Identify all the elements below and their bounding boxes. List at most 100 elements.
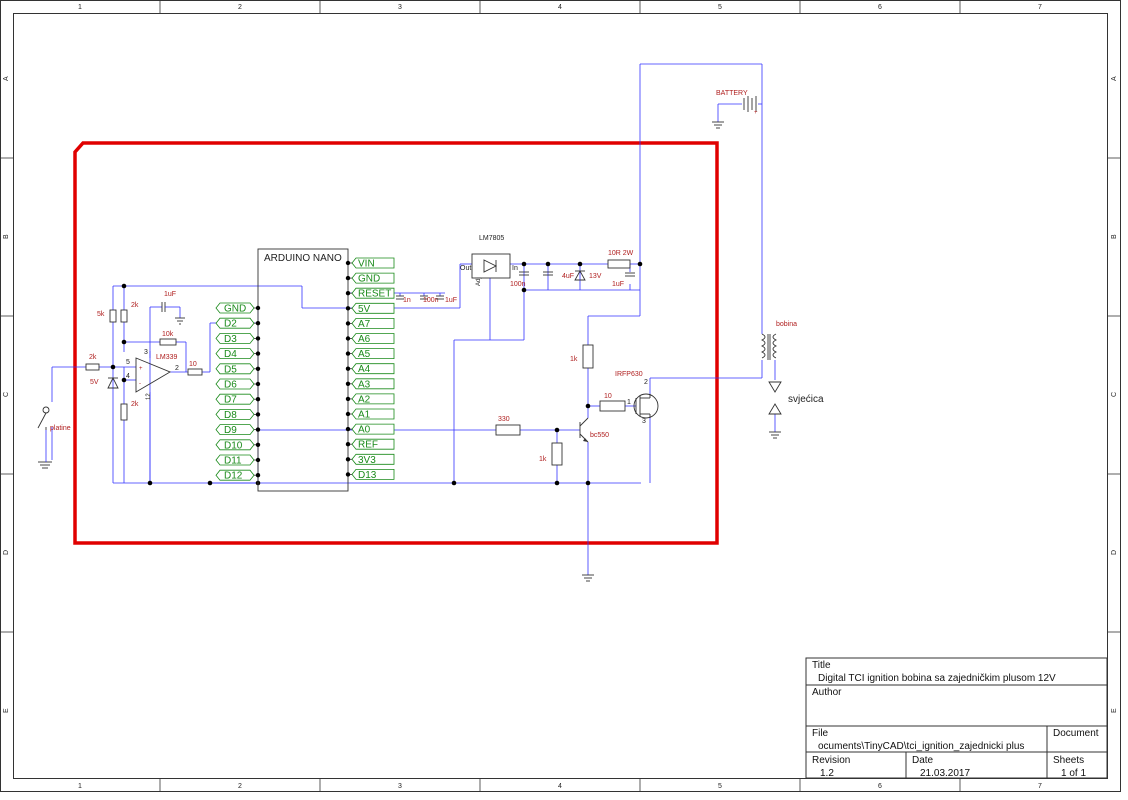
pin-label: D12 xyxy=(224,471,243,482)
svg-text:bc550: bc550 xyxy=(590,432,609,439)
col-label: 1 xyxy=(78,4,82,11)
pin-label: REF xyxy=(358,440,378,451)
pin-label: RESET xyxy=(358,289,391,300)
pin-a1: A1 xyxy=(345,408,395,421)
resistor-2k-top: 2k xyxy=(120,302,139,323)
sheets-value: 1 of 1 xyxy=(1061,768,1086,779)
col-label: 3 xyxy=(398,783,402,790)
pin-vin: VIN xyxy=(345,257,395,270)
svg-text:1uF: 1uF xyxy=(612,281,624,288)
cap-100n: 100n xyxy=(420,293,439,304)
pin-label: D2 xyxy=(224,319,237,330)
pin-ref: REF xyxy=(345,438,395,451)
wires xyxy=(51,63,776,575)
lm7805-regulator: LM7805 Out In Adj xyxy=(460,235,518,286)
pin-d13: D13 xyxy=(345,469,395,481)
pin-label: GND xyxy=(358,274,380,285)
column-labels-bottom: 1 2 3 4 5 6 7 xyxy=(78,783,1042,790)
pin-label: A4 xyxy=(358,364,371,375)
pin-label: A5 xyxy=(358,349,371,360)
row-label: D xyxy=(3,550,10,555)
row-label: B xyxy=(3,234,10,239)
pin-d11: D11 xyxy=(215,454,261,467)
col-label: 6 xyxy=(878,4,882,11)
svg-text:1k: 1k xyxy=(539,456,547,463)
col-label: 6 xyxy=(878,783,882,790)
svg-text:12: 12 xyxy=(146,393,152,400)
resistor-330: 330 xyxy=(495,416,521,436)
junctions xyxy=(110,261,643,486)
pin-a3: A3 xyxy=(345,378,395,390)
svg-text:13V: 13V xyxy=(589,273,602,280)
arduino-title: ARDUINO NANO xyxy=(264,253,342,264)
revision-value: 1.2 xyxy=(820,768,834,779)
pin-label: A1 xyxy=(358,410,371,421)
pin-3v3: 3V3 xyxy=(345,453,395,466)
pin-a7: A7 xyxy=(345,318,395,330)
pin-d12: D12 xyxy=(215,469,261,482)
svg-text:+: + xyxy=(139,366,143,372)
svg-text:1k: 1k xyxy=(570,356,578,363)
spark-plug: svjećica xyxy=(768,381,824,439)
pin-label: D4 xyxy=(224,349,237,360)
battery-label: BATTERY xyxy=(716,90,748,97)
row-labels-right: A B C D E xyxy=(1111,76,1118,713)
col-label: 5 xyxy=(718,783,722,790)
resistor-10-out: 10 xyxy=(187,361,203,376)
svg-text:3: 3 xyxy=(642,418,646,425)
col-label: 5 xyxy=(718,4,722,11)
pin-label: A2 xyxy=(358,394,371,405)
arduino-nano: ARDUINO NANO GNDD2D3D4D5D6D7D8D9D10D11D1… xyxy=(215,248,395,492)
svg-text:bobina: bobina xyxy=(776,321,797,328)
col-label: 2 xyxy=(238,4,242,11)
pin-label: D13 xyxy=(358,470,377,481)
pin-label: A6 xyxy=(358,334,371,345)
resistor-10k: 10k xyxy=(159,331,177,346)
col-label: 1 xyxy=(78,783,82,790)
row-label: E xyxy=(1111,708,1118,713)
title-block: Title Digital TCI ignition bobina sa zaj… xyxy=(805,657,1108,779)
svg-text:10k: 10k xyxy=(162,331,174,338)
date-value: 21.03.2017 xyxy=(920,768,970,779)
cap-1uf-right: 1uF xyxy=(612,272,635,288)
cap-1uf-mid: 1uF xyxy=(436,293,457,304)
svg-text:100n: 100n xyxy=(510,281,526,288)
resistor-1k-top: 1k xyxy=(570,344,594,369)
svg-text:10R 2W: 10R 2W xyxy=(608,250,634,257)
col-label: 2 xyxy=(238,783,242,790)
svg-text:3: 3 xyxy=(144,349,148,356)
switch-platine: platine xyxy=(37,406,71,469)
inner-border xyxy=(13,13,1108,779)
col-label: 7 xyxy=(1038,783,1042,790)
pin-d8: D8 xyxy=(215,409,261,421)
pin-label: GND xyxy=(224,304,246,315)
pin-label: 5V xyxy=(358,304,371,315)
highlight-box xyxy=(73,141,719,545)
svg-text:2k: 2k xyxy=(131,302,139,309)
pin-label: 3V3 xyxy=(358,455,376,466)
svg-text:LM339: LM339 xyxy=(156,354,178,361)
row-label: C xyxy=(1111,392,1118,397)
ground-symbol-bottom xyxy=(582,574,594,582)
pin-a0: A0 xyxy=(345,423,395,436)
pin-label: VIN xyxy=(358,259,375,270)
svg-text:1: 1 xyxy=(627,399,631,406)
col-label: 7 xyxy=(1038,4,1042,11)
pin-label: D7 xyxy=(224,395,237,406)
zener-13v: 13V xyxy=(574,270,602,281)
svg-text:2: 2 xyxy=(644,379,648,386)
svg-text:platine: platine xyxy=(50,425,71,432)
author-label: Author xyxy=(812,687,842,698)
sheets-label: Sheets xyxy=(1053,755,1084,766)
title-label: Title xyxy=(812,660,831,671)
pin-label: D10 xyxy=(224,440,243,451)
resistor-1k-bot: 1k xyxy=(539,442,563,466)
pin-label: D9 xyxy=(224,425,237,436)
resistor-5k: 5k xyxy=(97,309,117,323)
pin-gnd: GND xyxy=(215,302,261,315)
pin-a6: A6 xyxy=(345,333,395,345)
pin-d9: D9 xyxy=(215,424,261,436)
col-label: 3 xyxy=(398,4,402,11)
